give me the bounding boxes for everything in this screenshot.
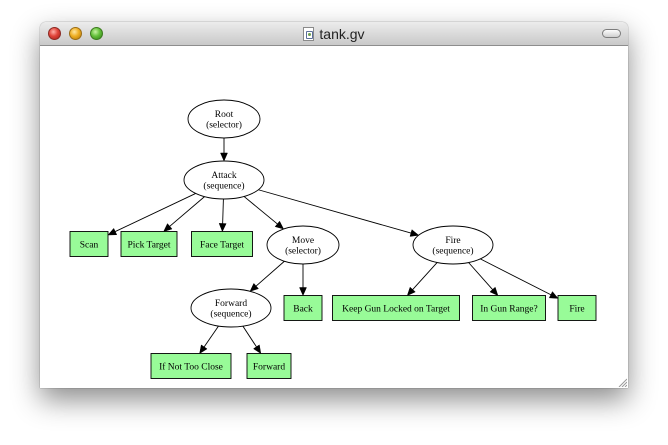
node-pick-target-shape	[120, 231, 178, 257]
edge-attack-to-move	[243, 196, 285, 230]
resize-grip-icon[interactable]	[617, 377, 627, 387]
node-scan-shape	[69, 231, 109, 257]
node-forward-seq-shape	[190, 288, 272, 328]
node-forward-seq-label-0: Forward	[215, 299, 247, 309]
edge-forward-seq-to-if-not-too-close	[199, 325, 219, 355]
window-title: tank.gv	[319, 25, 365, 42]
edge-fire-seq-to-keep-gun-locked	[406, 262, 438, 296]
edge-attack-to-fire-seq	[258, 189, 420, 237]
node-root[interactable]: Root(selector)	[187, 99, 261, 139]
toolbar-toggle-button[interactable]	[602, 29, 621, 38]
node-in-gun-range-label-0: In Gun Range?	[480, 304, 538, 314]
edge-attack-to-pick-target	[163, 196, 205, 232]
zoom-button[interactable]	[90, 27, 103, 40]
node-forward-label-0: Forward	[253, 362, 285, 372]
minimize-button[interactable]	[69, 27, 82, 40]
node-back[interactable]: Back	[283, 295, 323, 321]
node-in-gun-range[interactable]: In Gun Range?	[472, 295, 546, 321]
node-move-label-0: Move	[292, 236, 314, 246]
edge-forward-seq-to-forward	[242, 325, 262, 355]
edge-move-to-forward-seq	[249, 260, 285, 292]
edge-attack-to-scan	[107, 193, 196, 236]
node-fire-label-0: Fire	[569, 304, 584, 314]
node-forward-seq-label-1: (sequence)	[210, 309, 251, 320]
node-attack-label-0: Attack	[211, 171, 237, 181]
node-keep-gun-locked[interactable]: Keep Gun Locked on Target	[332, 295, 460, 321]
node-face-target-label-0: Face Target	[200, 240, 244, 250]
node-keep-gun-locked-shape	[332, 295, 460, 321]
node-move-shape	[266, 225, 340, 265]
node-fire-seq-shape	[412, 225, 494, 265]
node-attack-label-1: (sequence)	[203, 181, 244, 192]
edge-root-to-attack	[220, 138, 228, 162]
node-face-target[interactable]: Face Target	[191, 231, 253, 257]
node-face-target-shape	[191, 231, 253, 257]
node-if-not-too-close-shape	[150, 353, 232, 379]
graphviz-document-icon[interactable]	[303, 26, 315, 41]
node-move[interactable]: Move(selector)	[266, 225, 340, 265]
node-attack[interactable]: Attack(sequence)	[183, 160, 265, 200]
node-root-shape	[187, 99, 261, 139]
title-group: tank.gv	[40, 22, 628, 45]
node-root-label-1: (selector)	[206, 120, 242, 131]
node-if-not-too-close[interactable]: If Not Too Close	[150, 353, 232, 379]
node-pick-target[interactable]: Pick Target	[120, 231, 178, 257]
node-back-shape	[283, 295, 323, 321]
node-scan-label-0: Scan	[80, 240, 99, 250]
node-move-label-1: (selector)	[285, 246, 321, 257]
edge-fire-seq-to-fire	[480, 258, 559, 299]
node-if-not-too-close-label-0: If Not Too Close	[159, 361, 223, 372]
node-forward-seq[interactable]: Forward(sequence)	[190, 288, 272, 328]
node-fire-seq[interactable]: Fire(sequence)	[412, 225, 494, 265]
node-keep-gun-locked-label-0: Keep Gun Locked on Target	[342, 304, 450, 314]
node-root-label-0: Root	[215, 110, 234, 120]
node-fire-shape	[557, 295, 597, 321]
node-scan[interactable]: Scan	[69, 231, 109, 257]
node-fire-seq-label-1: (sequence)	[432, 246, 473, 257]
app-window: tank.gv Root(selector)Attack(sequence)Sc…	[40, 22, 628, 388]
node-forward-shape	[246, 353, 292, 379]
node-pick-target-label-0: Pick Target	[127, 240, 170, 250]
node-in-gun-range-shape	[472, 295, 546, 321]
edge-fire-seq-to-in-gun-range	[468, 262, 499, 296]
edge-move-to-back	[299, 264, 307, 297]
node-fire[interactable]: Fire	[557, 295, 597, 321]
close-button[interactable]	[48, 27, 61, 40]
node-attack-shape	[183, 160, 265, 200]
edge-attack-to-face-target	[218, 198, 227, 233]
title-bar[interactable]: tank.gv	[40, 22, 628, 46]
node-forward[interactable]: Forward	[246, 353, 292, 379]
node-back-label-0: Back	[293, 304, 313, 314]
node-fire-seq-label-0: Fire	[445, 236, 460, 246]
